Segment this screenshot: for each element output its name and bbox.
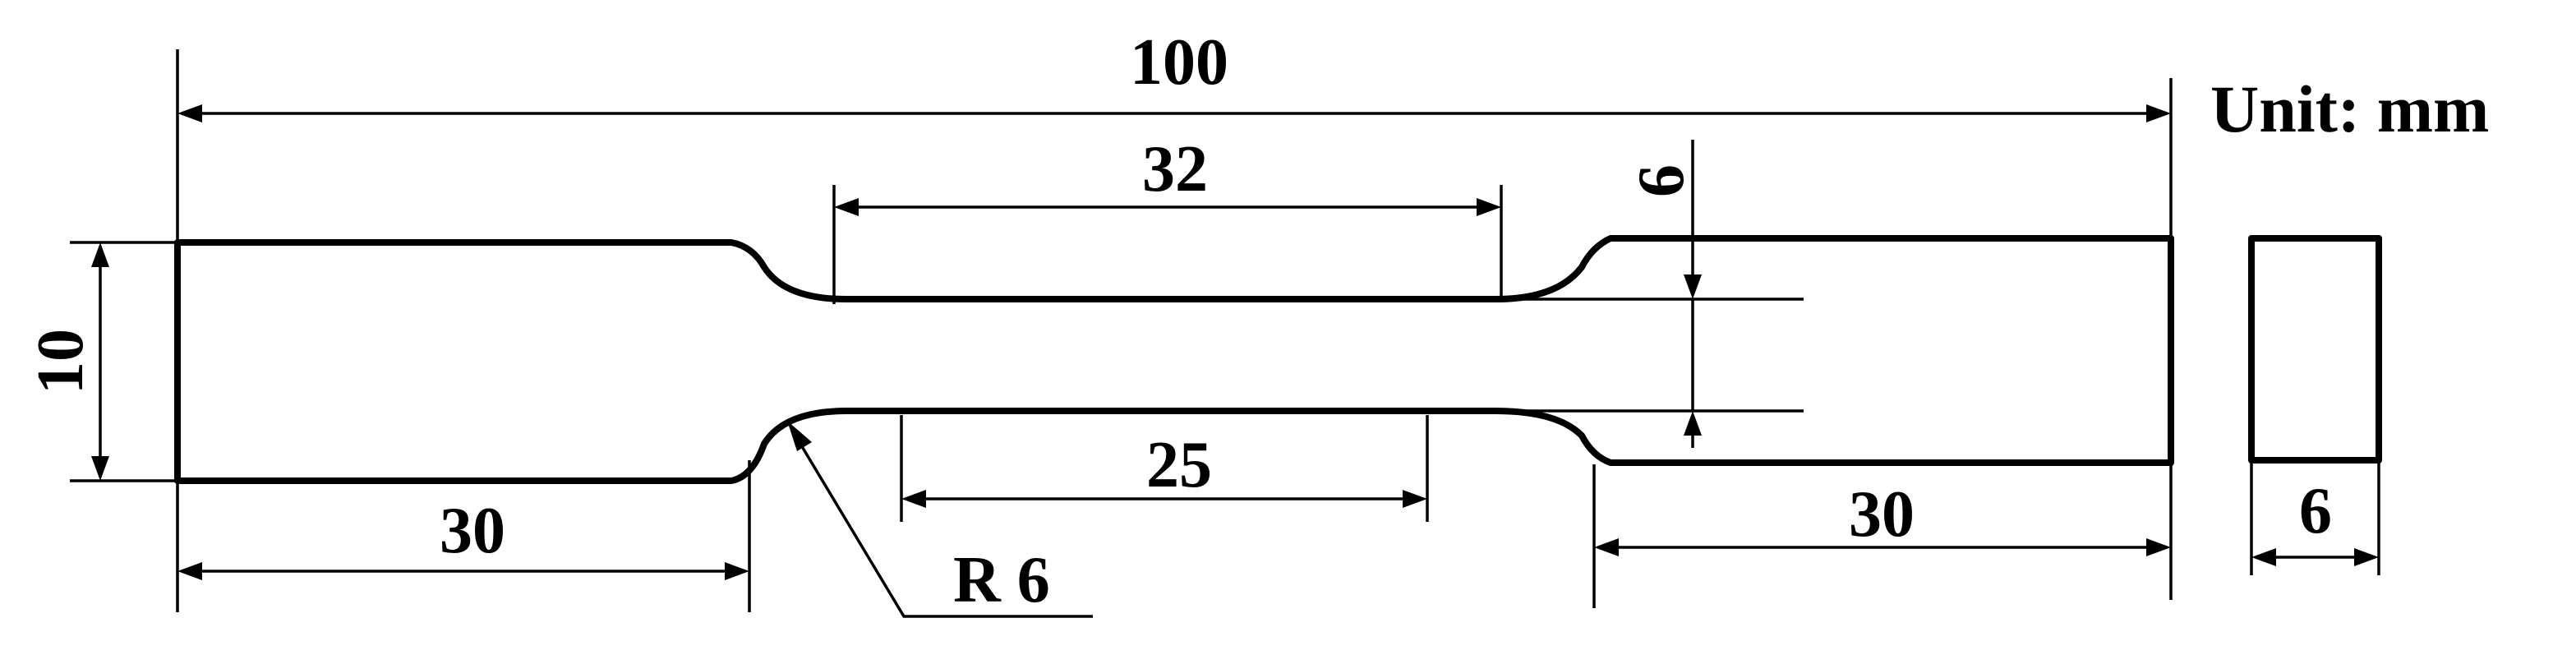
dim-thickness: 6 <box>2251 475 2379 566</box>
dim-parallel-length: 32 <box>834 133 1501 216</box>
unit-label: Unit: mm <box>2210 71 2489 146</box>
label-fillet-radius: R 6 <box>953 544 1050 616</box>
dim-fillet-radius: R 6 <box>787 421 1093 618</box>
dim-gauge-length: 25 <box>901 429 1427 508</box>
label-overall-length: 100 <box>1130 26 1228 99</box>
dim-grip-length-right: 30 <box>1594 478 2171 556</box>
label-gauge-width: 6 <box>1625 164 1698 197</box>
extension-lines <box>70 49 2380 612</box>
dim-grip-length-left: 30 <box>177 495 749 580</box>
cross-section <box>2248 235 2382 464</box>
label-grip-width: 10 <box>25 329 97 394</box>
label-gauge-length: 25 <box>1146 429 1212 501</box>
label-grip-length-right: 30 <box>1849 478 1915 551</box>
dim-gauge-width: 6 <box>1625 140 1702 448</box>
label-grip-length-left: 30 <box>440 495 505 567</box>
label-parallel-length: 32 <box>1142 133 1208 205</box>
dim-grip-width: 10 <box>25 242 109 481</box>
dim-overall-length: 100 <box>177 26 2171 122</box>
specimen-outline <box>174 235 2174 484</box>
label-thickness: 6 <box>2299 475 2332 547</box>
